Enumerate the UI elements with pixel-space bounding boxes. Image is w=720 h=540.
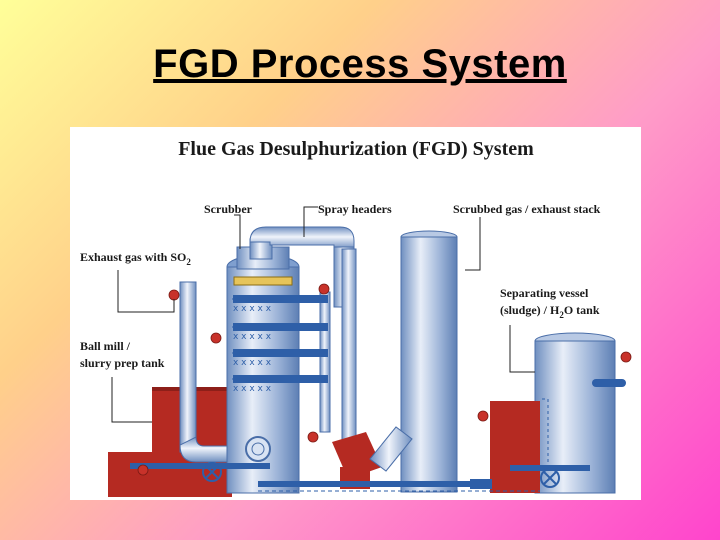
label-exhaust-gas-in: Exhaust gas with SO2	[80, 250, 191, 267]
fgd-diagram: Flue Gas Desulphurization (FGD) System x…	[70, 127, 641, 500]
nozzle-markers	[137, 283, 632, 476]
svg-text:x x x x x: x x x x x	[233, 332, 272, 342]
valve-icon	[540, 468, 560, 488]
valve-icon	[202, 462, 222, 482]
sludge-tank	[490, 401, 540, 493]
label-separating-line2: (sludge) / H2O tank	[500, 303, 600, 320]
svg-text:x x x x x: x x x x x	[233, 304, 272, 314]
slide-title: FGD Process System	[153, 42, 567, 86]
label-exhaust-stack: Scrubbed gas / exhaust stack	[453, 202, 601, 216]
callout-lines	[111, 206, 535, 423]
label-scrubber: Scrubber	[204, 202, 253, 216]
label-separating-line1: Separating vessel	[500, 286, 589, 300]
svg-text:x x x x x: x x x x x	[233, 384, 272, 394]
fgd-diagram-svg: Flue Gas Desulphurization (FGD) System x…	[80, 138, 632, 497]
scrubber-tower: x x x x x x x x x x x x x x x x x x x x	[226, 246, 300, 494]
exhaust-stack	[400, 230, 458, 493]
figure-title: Flue Gas Desulphurization (FGD) System	[178, 138, 534, 160]
label-ball-mill-line1: Ball mill /	[80, 339, 131, 353]
svg-text:x x x x x: x x x x x	[233, 358, 272, 368]
label-ball-mill-line2: slurry prep tank	[80, 356, 165, 370]
label-spray-headers: Spray headers	[318, 202, 392, 216]
